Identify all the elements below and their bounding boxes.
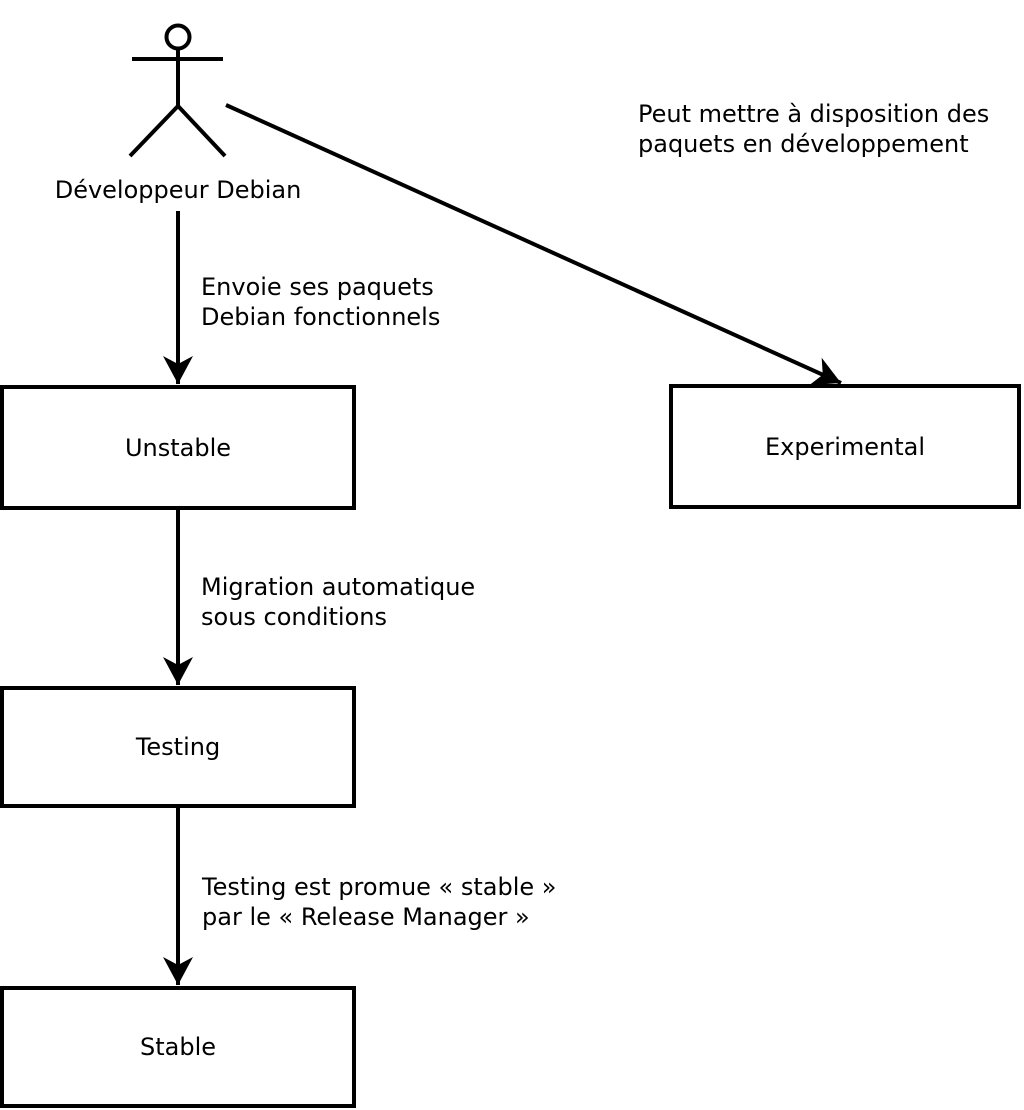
stick-figure-person-icon (128, 23, 227, 158)
edge-label-actor-to-unstable: Envoie ses paquets Debian fonctionnels (201, 273, 441, 331)
box-experimental: Experimental (669, 384, 1021, 509)
edge-label-unstable-to-testing: Migration automatique sous conditions (201, 573, 476, 631)
actor-label: Développeur Debian (54, 176, 302, 204)
box-testing: Testing (0, 686, 356, 808)
actor-head (164, 23, 192, 51)
edge-label-actor-to-experimental: Peut mettre à disposition des paquets en… (638, 100, 990, 158)
actor-right-leg (176, 104, 227, 158)
box-testing-label: Testing (135, 733, 221, 761)
actor-left-leg (128, 104, 180, 158)
box-stable: Stable (0, 986, 356, 1108)
edge-label-testing-to-stable: Testing est promue « stable » par le « R… (202, 873, 557, 931)
box-stable-label: Stable (139, 1033, 217, 1061)
box-unstable: Unstable (0, 385, 356, 510)
box-experimental-label: Experimental (764, 432, 926, 461)
box-unstable-label: Unstable (124, 433, 232, 462)
arrow-actor-to-experimental (225, 103, 842, 386)
